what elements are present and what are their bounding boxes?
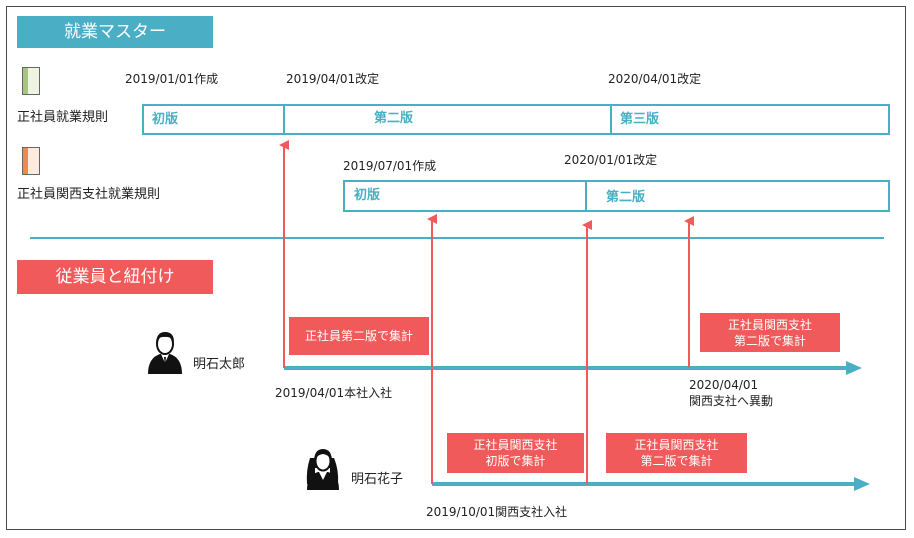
aggregation-callout: 正社員関西支社 初版で集計 [447,433,584,473]
event-label: 2019/10/01関西支社入社 [426,505,568,519]
callout-text: 正社員関西支社 [727,317,812,332]
callout-text: 正社員第二版で集計 [304,329,413,343]
version-band-seishain: 初版 第二版 第三版 [142,104,890,135]
version-divider [585,182,587,210]
timeline-arrowhead [846,361,862,375]
version-divider [283,106,285,133]
rule-name-kansai: 正社員関西支社就業規則 [17,187,161,202]
section-header-link: 従業員と紐付け [17,260,213,294]
version-label: 第二版 [374,111,414,126]
document-green-icon [22,67,40,95]
event-label: 2019/04/01本社入社 [275,386,393,400]
event-label: 2020/04/01 [689,378,759,392]
aggregation-callout: 正社員第二版で集計 [289,317,429,355]
version-label: 初版 [152,112,179,127]
rule-date-label: 2019/07/01作成 [343,159,437,173]
rule-date-label: 2020/04/01改定 [608,72,702,86]
diagram-frame [6,6,906,530]
rule-name-seishain: 正社員就業規則 [17,110,109,125]
version-label: 第三版 [620,112,660,127]
version-label: 初版 [354,188,381,203]
section-header-master: 就業マスター [17,16,213,48]
callout-text: 第二版で集計 [640,454,713,468]
employee-name-hanako: 明石花子 [351,472,404,487]
timeline-arrowhead [854,477,870,491]
female-person-icon [306,449,339,490]
rule-date-label: 2020/01/01改定 [564,153,658,167]
aggregation-callout: 正社員関西支社 第二版で集計 [700,313,840,352]
callout-text: 正社員関西支社 [473,438,558,452]
version-divider [610,106,612,133]
version-label: 第二版 [606,190,646,205]
rule-date-label: 2019/01/01作成 [125,72,219,86]
employee-name-taro: 明石太郎 [193,357,246,372]
document-orange-icon [22,147,40,175]
event-label: 関西支社へ異動 [689,394,774,408]
male-person-icon [148,332,182,374]
callout-text: 正社員関西支社 [634,438,719,452]
callout-text: 初版で集計 [485,454,546,468]
version-band-kansai: 初版 第二版 [343,180,890,212]
callout-text: 第二版で集計 [733,333,806,348]
rule-date-label: 2019/04/01改定 [286,72,380,86]
aggregation-callout: 正社員関西支社 第二版で集計 [606,433,747,473]
